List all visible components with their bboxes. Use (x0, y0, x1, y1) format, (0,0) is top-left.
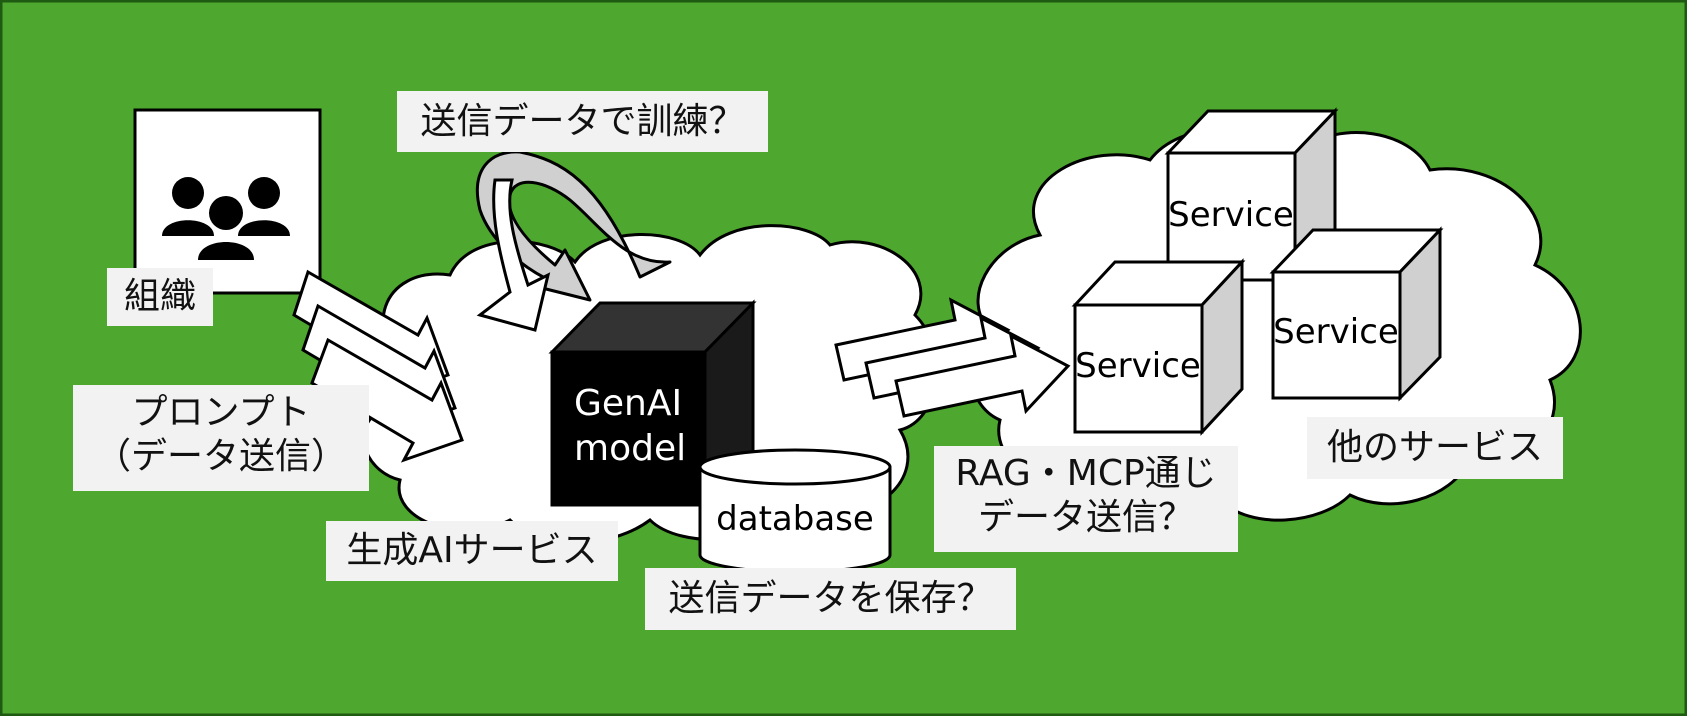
model-label-line1: GenAI (574, 383, 682, 424)
service-label: Service (1273, 312, 1399, 352)
training-question-label: 送信データで訓練？ (397, 91, 768, 152)
service-label: Service (1168, 195, 1294, 235)
other-services-label: 他のサービス (1307, 417, 1563, 479)
model-label-line2: model (574, 428, 686, 469)
organization-label: 組織 (107, 268, 213, 326)
prompt-label: プロンプト （データ送信） (73, 385, 369, 491)
prompt-label-line1: プロンプト (131, 392, 311, 433)
service-cube-top: Service (1164, 107, 1339, 284)
rag-mcp-label-line1: RAG・MCP通じ (955, 453, 1217, 494)
prompt-arrows (292, 269, 464, 463)
service-cube-right: Service (1269, 226, 1444, 402)
people-icon (162, 177, 290, 260)
service-label: Service (1075, 346, 1201, 386)
rag-mcp-label: RAG・MCP通じ データ送信？ (934, 446, 1238, 552)
genai-service-label: 生成AIサービス (326, 521, 618, 581)
training-arrow (475, 150, 672, 302)
genai-model-cube: GenAI model (548, 299, 757, 509)
training-arrow-head (476, 178, 551, 332)
service-cube-left: Service (1071, 258, 1246, 436)
database-cylinder: database (698, 448, 892, 574)
rag-arrow-3 (894, 333, 1071, 418)
prompt-label-line2: （データ送信） (94, 436, 347, 477)
database-label: database (716, 499, 874, 539)
storage-question-label: 送信データを保存？ (645, 568, 1016, 630)
rag-mcp-label-line2: データ送信？ (977, 497, 1194, 538)
rag-arrows (834, 297, 1071, 418)
